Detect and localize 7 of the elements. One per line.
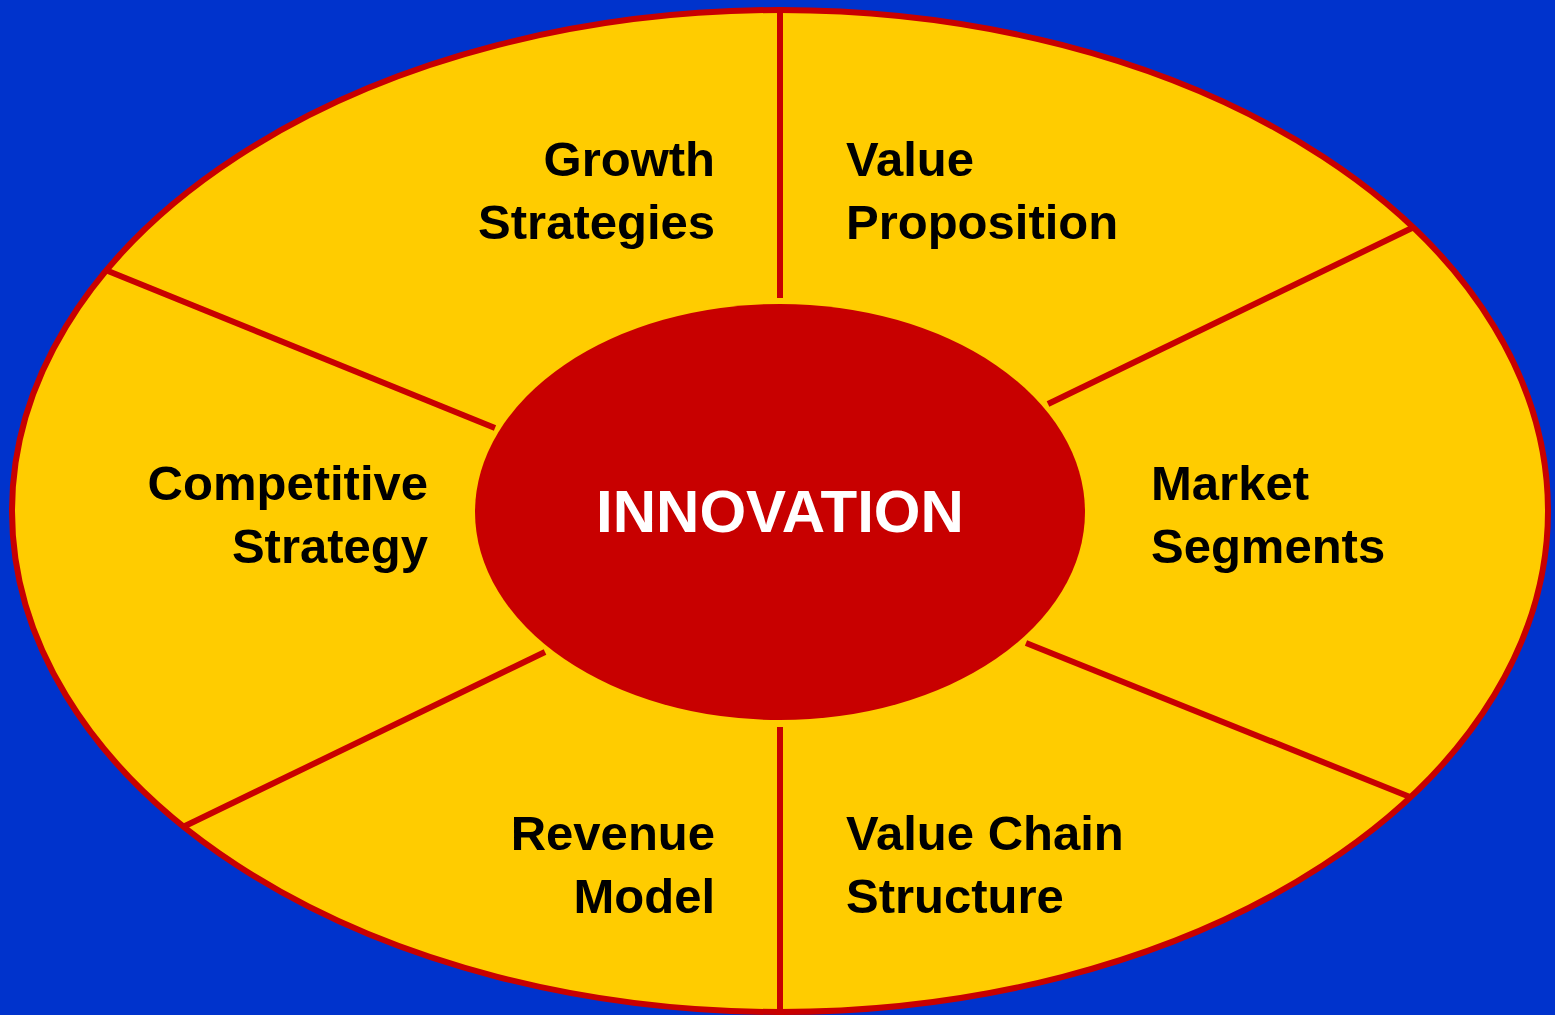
center-label: INNOVATION [596, 482, 964, 542]
segment-label: Competitive Strategy [146, 455, 428, 575]
segment-label: Market Segments [1151, 455, 1387, 575]
segment-label: Value Proposition [846, 131, 1120, 251]
segment-label: Value Chain Structure [846, 805, 1125, 925]
segment-label: Growth Strategies [477, 131, 715, 251]
segment-label: Revenue Model [509, 805, 715, 925]
